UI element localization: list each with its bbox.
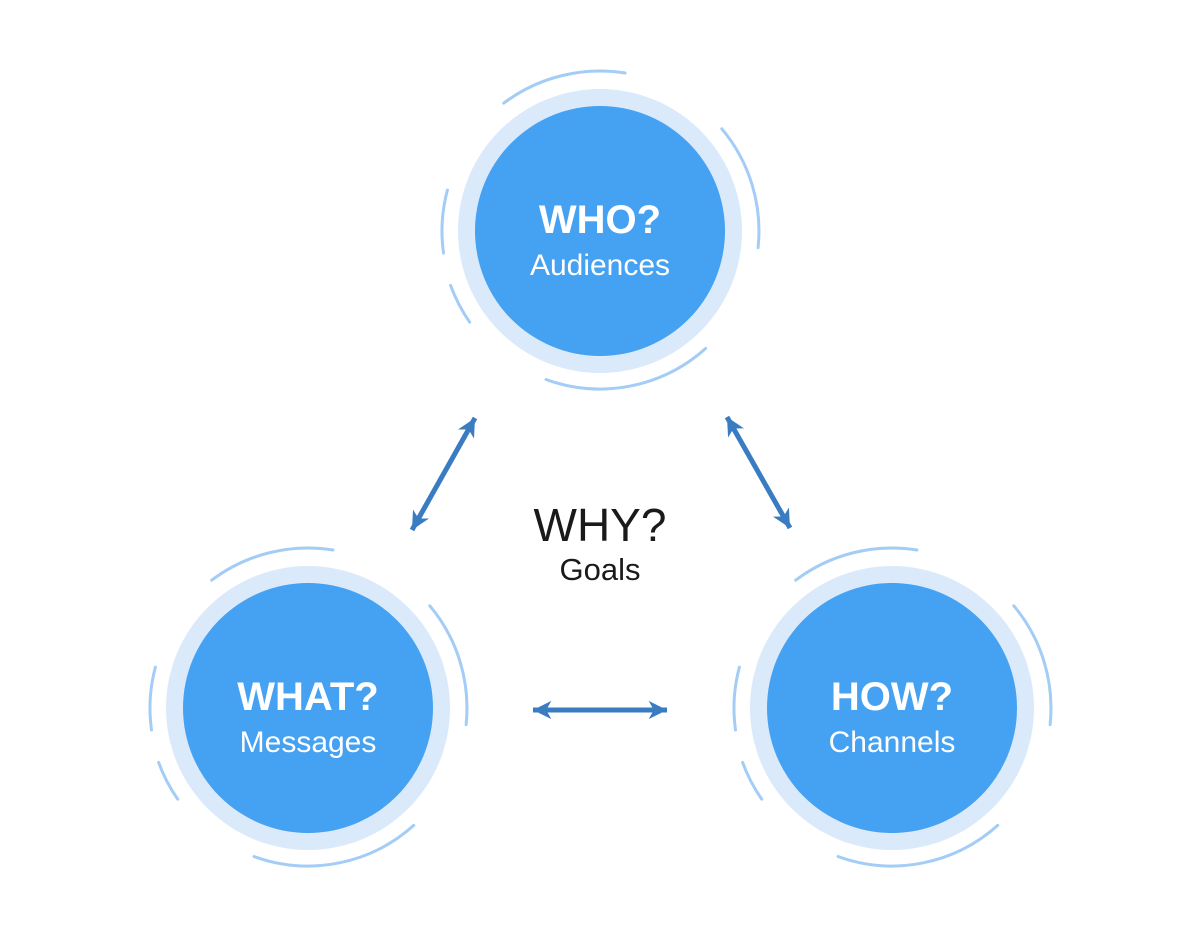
arrow-who-what <box>409 416 478 532</box>
arc-right <box>720 127 761 250</box>
arc-top <box>794 546 919 582</box>
node-circle <box>475 106 725 356</box>
node-subtitle: Messages <box>240 726 377 759</box>
node-title: HOW? <box>831 675 953 719</box>
node-subtitle: Channels <box>829 726 956 759</box>
center-title: WHY? <box>534 499 667 551</box>
node-subtitle: Audiences <box>530 249 670 282</box>
decorative-arcs <box>440 69 761 391</box>
center-label: WHY? Goals <box>534 499 667 587</box>
arc-left-upper <box>148 665 157 732</box>
arc-left-upper <box>732 665 741 732</box>
arc-left-lower <box>449 283 472 324</box>
node-what: WHAT? Messages <box>148 546 469 868</box>
arc-top <box>210 546 335 582</box>
node-title: WHO? <box>539 198 661 242</box>
arrow-who-how <box>724 415 793 530</box>
arc-right <box>1012 604 1053 727</box>
node-title: WHAT? <box>237 675 378 719</box>
arc-bottom <box>544 346 708 391</box>
arc-left-lower <box>157 760 180 801</box>
arc-bottom <box>252 823 416 868</box>
node-circle <box>183 583 433 833</box>
decorative-arcs <box>732 546 1053 868</box>
connector-arrows <box>409 415 793 720</box>
arc-left-upper <box>440 188 449 255</box>
arc-right <box>428 604 469 727</box>
node-circle <box>767 583 1017 833</box>
center-subtitle: Goals <box>560 552 641 587</box>
arc-left-lower <box>741 760 764 801</box>
arc-bottom <box>836 823 1000 868</box>
node-who: WHO? Audiences <box>440 69 761 391</box>
arc-top <box>502 69 627 105</box>
node-how: HOW? Channels <box>732 546 1053 868</box>
decorative-arcs <box>148 546 469 868</box>
